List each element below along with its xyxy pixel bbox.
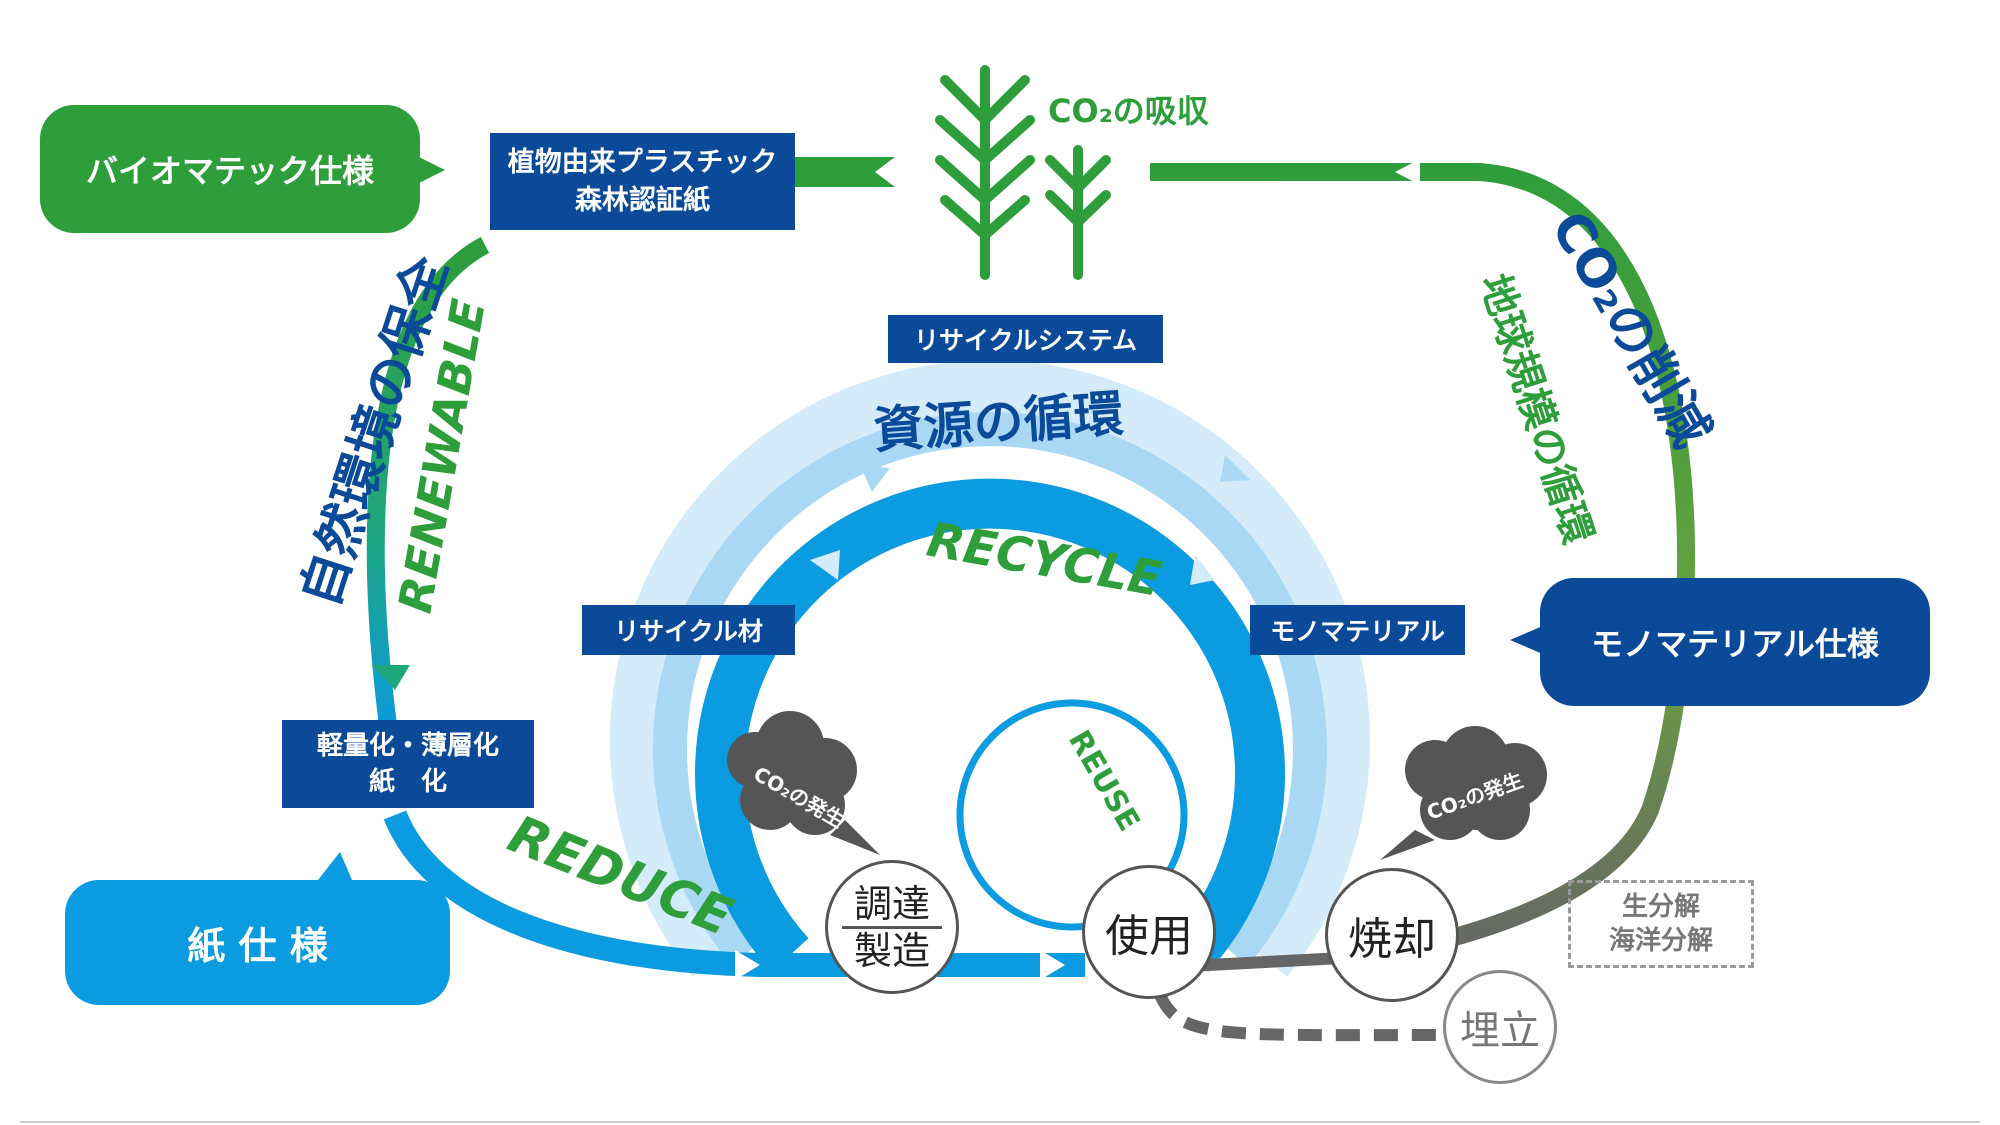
incinerate-label: 焼却 [1348, 914, 1436, 965]
biodegradable-box: 生分解 海洋分解 [1568, 880, 1754, 968]
recycle-system-box: リサイクルシステム [888, 315, 1163, 363]
co2-cloud-right [1380, 726, 1547, 860]
reuse-loop [956, 699, 1188, 931]
recycle-arrow-2 [1220, 455, 1250, 482]
plant-plastic-line2: 森林認証紙 [575, 184, 710, 216]
plant-icon [935, 65, 1111, 280]
recycle-halo [610, 360, 1370, 977]
co2-reduction-arrow [1395, 159, 1420, 185]
co2-reduce-label: CO₂の削減 [1539, 202, 1722, 458]
use-label: 使用 [1105, 911, 1193, 962]
reuse-label: REUSE [1061, 725, 1146, 838]
paper-bubble-tail [318, 852, 352, 880]
biodeg-line2: 海洋分解 [1608, 926, 1713, 956]
plant-plastic-box: 植物由来プラスチック 森林認証紙 [490, 133, 795, 230]
use-node: 使用 [1082, 865, 1216, 999]
lightweight-line1: 軽量化・薄層化 [316, 731, 499, 761]
incinerate-node: 焼却 [1325, 868, 1459, 1002]
reduce-arrow-1 [735, 950, 760, 980]
biomatec-spec-bubble: バイオマテック仕様 [40, 105, 420, 233]
biomatec-spec-label: バイオマテック仕様 [85, 152, 374, 190]
mono-material-box: モノマテリアル [1250, 605, 1465, 655]
biodeg-line1: 生分解 [1621, 892, 1700, 922]
recycled-material-label: リサイクル材 [614, 617, 763, 646]
recycled-material-box: リサイクル材 [582, 605, 795, 655]
reduce-arc [383, 810, 1085, 977]
procure-label: 調達 [853, 881, 930, 926]
co2-cloud-left [727, 711, 880, 855]
renewable-arrow [372, 665, 410, 690]
monomaterial-spec-bubble: モノマテリアル仕様 [1540, 578, 1930, 706]
co2-absorb-label: CO₂の吸収 [1048, 92, 1209, 130]
landfill-node: 埋立 [1443, 970, 1557, 1084]
mono-material-label: モノマテリアル [1270, 617, 1445, 646]
recycle-system-label: リサイクルシステム [913, 326, 1137, 355]
recycle-loop-inner [695, 478, 1285, 972]
lightweight-box: 軽量化・薄層化 紙 化 [282, 720, 534, 808]
recycle-arrow-1 [860, 465, 890, 492]
plant-plastic-line1: 植物由来プラスチック [507, 146, 778, 178]
recycle-arrow-4 [1190, 555, 1215, 585]
renewable-arc [366, 237, 490, 742]
landfill-dashed-line [1154, 992, 1461, 1042]
biomatec-bubble-tail [415, 155, 445, 185]
procure-manufacture-node: 調達 製造 [825, 860, 959, 994]
paper-spec-bubble: 紙 仕 様 [65, 880, 450, 1005]
landfill-label: 埋立 [1460, 1008, 1540, 1054]
top-green-arrow-left [795, 157, 895, 187]
paper-spec-label: 紙 仕 様 [187, 924, 328, 968]
monomaterial-spec-label: モノマテリアル仕様 [1591, 625, 1879, 663]
reduce-arrow-2 [1040, 950, 1065, 980]
manufacture-label: 製造 [853, 928, 930, 973]
node-divider [842, 925, 942, 929]
recycle-arrow-3 [810, 550, 840, 580]
lightweight-line2: 紙 化 [368, 767, 447, 797]
recycle-loop-outer [653, 412, 1327, 966]
global-cycle-label: 地球規模の循環 [1470, 269, 1600, 550]
mono-bubble-tail [1510, 625, 1545, 655]
